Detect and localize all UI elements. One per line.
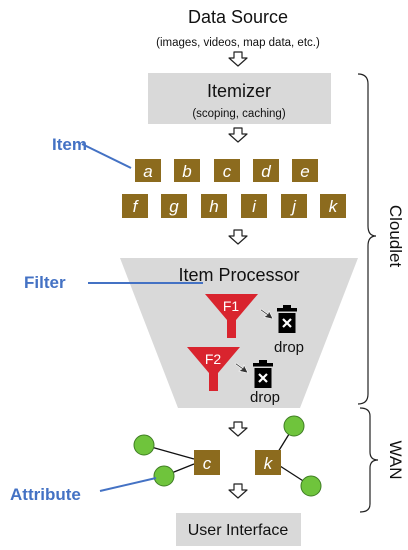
item-b-label: b bbox=[182, 162, 191, 181]
item-h-label: h bbox=[209, 197, 218, 216]
filter-f2-label: F2 bbox=[205, 351, 222, 367]
item-j bbox=[281, 194, 307, 218]
result-item-c-label: c bbox=[203, 454, 212, 473]
itemizer-title: Itemizer bbox=[207, 81, 271, 101]
filter-f2: F2 bbox=[187, 347, 240, 391]
attribute-node bbox=[283, 415, 305, 437]
item-d bbox=[253, 159, 279, 182]
wan-brace bbox=[359, 407, 379, 513]
item-f bbox=[122, 194, 148, 218]
item-i bbox=[241, 194, 267, 218]
item-e-label: e bbox=[300, 162, 309, 181]
item-callout-label: Item bbox=[52, 135, 87, 154]
result-item-c bbox=[194, 450, 220, 475]
item-j-label: j bbox=[290, 197, 297, 216]
filter-f1: F1 bbox=[205, 294, 258, 338]
item-a bbox=[135, 159, 161, 182]
attribute-node bbox=[153, 465, 175, 487]
trash-icon bbox=[251, 358, 275, 390]
result-item-k bbox=[255, 450, 281, 475]
down-arrow-icon bbox=[228, 51, 248, 67]
item-a-label: a bbox=[143, 162, 152, 181]
items-row-1: a b c d e bbox=[135, 159, 318, 182]
attribute-node bbox=[300, 475, 322, 497]
drop-label-2: drop bbox=[250, 389, 280, 406]
item-processor-funnel bbox=[120, 258, 358, 408]
attribute-callout-line bbox=[99, 477, 157, 492]
item-b bbox=[174, 159, 200, 182]
item-d-label: d bbox=[261, 162, 271, 181]
funnel-icon bbox=[205, 294, 258, 338]
item-g bbox=[161, 194, 187, 218]
wan-label: WAN bbox=[386, 440, 405, 479]
item-callout-line bbox=[81, 143, 132, 169]
item-g-label: g bbox=[169, 197, 179, 216]
data-source-title: Data Source bbox=[188, 7, 288, 27]
item-e bbox=[292, 159, 318, 182]
user-interface-title: User Interface bbox=[188, 522, 289, 539]
down-arrow-icon bbox=[228, 483, 248, 499]
attribute-node bbox=[133, 434, 155, 456]
data-source-subtitle: (images, videos, map data, etc.) bbox=[156, 37, 320, 49]
items-row-2: f g h i j k bbox=[122, 194, 346, 218]
down-arrow-icon bbox=[228, 127, 248, 143]
itemizer-box bbox=[148, 73, 331, 124]
item-c-label: c bbox=[223, 162, 232, 181]
funnel-icon bbox=[187, 347, 240, 391]
filter-f1-label: F1 bbox=[223, 298, 240, 314]
result-item-k-label: k bbox=[264, 454, 274, 473]
filter-callout-label: Filter bbox=[24, 273, 66, 292]
drop-label-1: drop bbox=[274, 339, 304, 356]
trash-icon bbox=[275, 303, 299, 335]
user-interface-box bbox=[176, 513, 301, 546]
down-arrow-icon bbox=[228, 229, 248, 245]
item-f-label: f bbox=[133, 197, 140, 216]
itemizer-subtitle: (scoping, caching) bbox=[192, 108, 285, 120]
item-processor-title: Item Processor bbox=[178, 265, 299, 285]
item-i-label: i bbox=[252, 197, 257, 216]
cloudlet-label: Cloudlet bbox=[386, 205, 405, 268]
down-arrow-icon bbox=[228, 421, 248, 437]
item-c bbox=[214, 159, 240, 182]
item-h bbox=[201, 194, 227, 218]
attribute-callout-label: Attribute bbox=[10, 485, 81, 504]
item-k bbox=[320, 194, 346, 218]
cloudlet-brace bbox=[357, 73, 377, 405]
item-k-label: k bbox=[329, 197, 339, 216]
